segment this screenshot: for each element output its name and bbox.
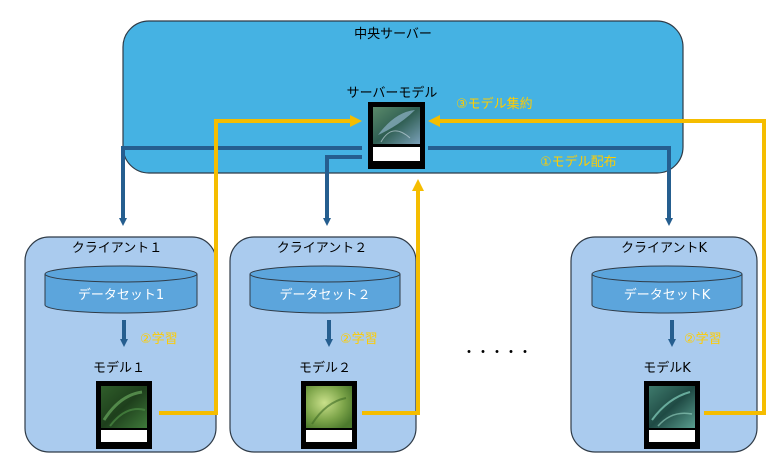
server-model-label: サーバーモデル: [347, 85, 438, 101]
server-title: 中央サーバー: [354, 27, 432, 42]
client-2: クライアント２ データセット２ ②学習 モデル２: [229, 236, 417, 453]
aggregation-arrows: [159, 115, 766, 415]
learning-arrows: [120, 320, 676, 347]
distribute-arrow-client-2: [323, 155, 362, 226]
client-title: クライアントK: [621, 241, 707, 256]
client-title: クライアント１: [72, 241, 162, 256]
distribute-arrow-client-k: [428, 146, 673, 226]
server-box: [122, 20, 684, 174]
central-server: 中央サーバー サーバーモデル: [122, 20, 684, 174]
model-label: モデル２: [299, 360, 351, 376]
client-k-model-image: [644, 381, 700, 449]
client-k: クライアントK データセットK ②学習 モデルK: [570, 236, 758, 453]
more-clients-ellipsis: ・・・・・: [462, 345, 532, 361]
leaf-image-icon: [373, 107, 420, 144]
aggregate-arrow-client-2: [362, 179, 424, 415]
aggregate-arrow-client-1: [159, 115, 362, 415]
learn-label: ②学習: [140, 331, 178, 347]
dataset-label: データセット２: [279, 287, 370, 303]
model-label: モデルK: [643, 360, 691, 376]
dataset-cylinder: データセットK: [591, 265, 743, 314]
dataset-cylinder: データセット1: [44, 265, 198, 314]
aggregate-label: ③モデル集約: [456, 96, 533, 112]
dataset-label: データセットK: [624, 287, 711, 303]
client-2-model-image: [301, 381, 357, 449]
model-label: モデル１: [93, 360, 145, 376]
client-title: クライアント２: [277, 241, 367, 256]
server-model-image: [368, 102, 425, 169]
distribute-arrow-client-1: [119, 146, 362, 226]
learn-label: ②学習: [340, 331, 378, 347]
dataset-label: データセット1: [78, 287, 164, 303]
aggregate-arrow-client-k: [428, 115, 766, 415]
learn-label: ②学習: [684, 331, 722, 347]
dataset-cylinder: データセット２: [249, 265, 401, 314]
distribution-arrows: [119, 146, 673, 226]
distribute-label: ①モデル配布: [540, 154, 617, 170]
client-1-model-image: [96, 381, 152, 449]
